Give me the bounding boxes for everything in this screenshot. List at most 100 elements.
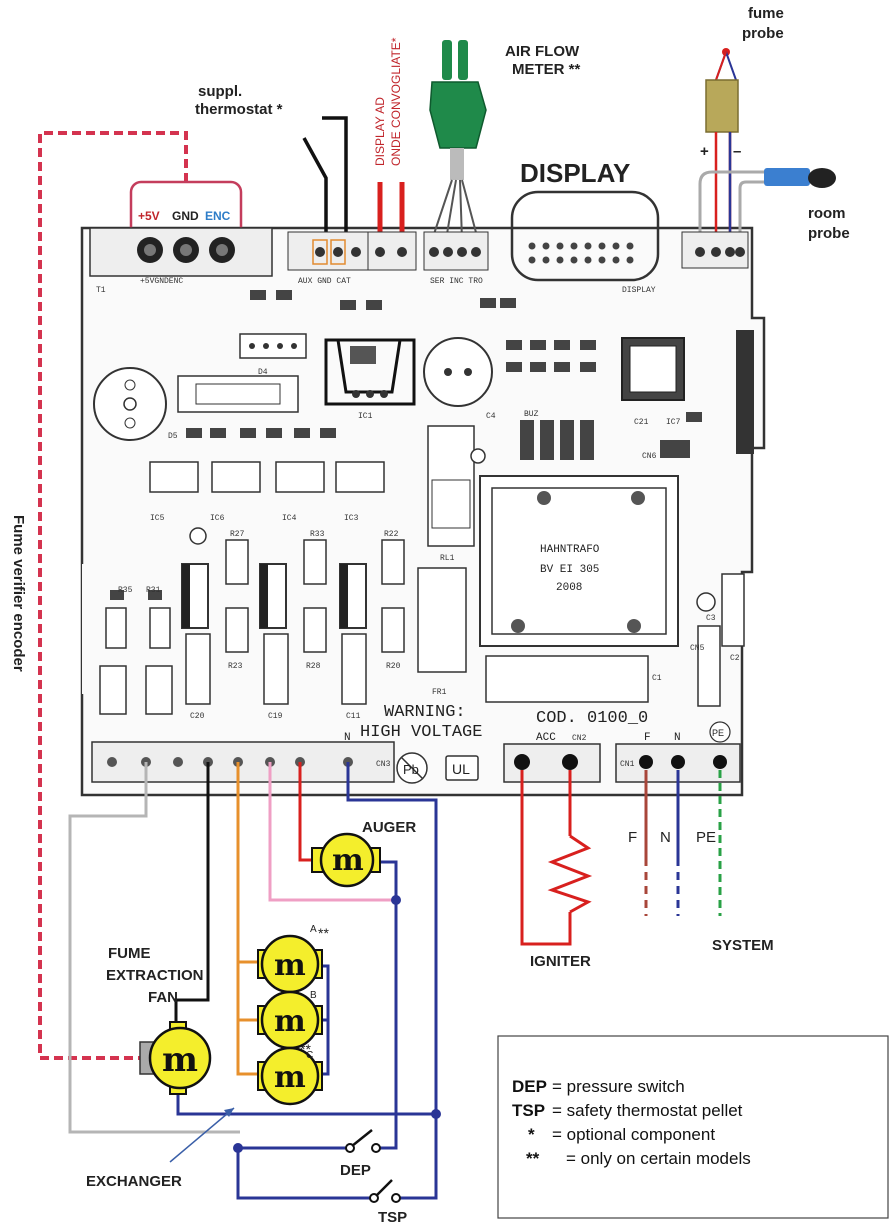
probe-plus-label: + — [700, 143, 709, 160]
fume-fan-symbol: m — [162, 1040, 198, 1080]
fan-a-mark: ** — [318, 925, 329, 941]
aux-terminals — [312, 239, 361, 265]
legend-text-dstar: = only on certain models — [566, 1149, 751, 1168]
tsp-label: TSP — [378, 1209, 407, 1223]
fan-a-label: A — [310, 924, 317, 935]
enc-header-text: +5VGNDENC — [140, 277, 183, 286]
fan-c-mark: ** — [300, 1041, 311, 1057]
exchanger-fan-c: m — [257, 1046, 323, 1106]
exchanger-fan-b: m — [257, 990, 323, 1050]
legend-key-star: * — [528, 1125, 535, 1144]
svg-text:R20: R20 — [386, 662, 401, 671]
svg-text:C11: C11 — [346, 712, 361, 721]
display-pins — [528, 242, 634, 264]
display-connector — [510, 190, 660, 282]
legend-key-dstar: ** — [526, 1149, 540, 1168]
svg-text:R27: R27 — [230, 530, 245, 539]
pe-board-text: PE — [712, 728, 724, 738]
room-probe-label-2: probe — [808, 225, 850, 242]
wire-pe-label: PE — [696, 829, 716, 846]
svg-text:CN5: CN5 — [690, 644, 705, 653]
ul-text: UL — [452, 761, 470, 777]
fan-b-symbol: m — [274, 1004, 306, 1039]
svg-text:C19: C19 — [268, 712, 283, 721]
display-header-text: DISPLAY — [622, 286, 656, 295]
fume-probe-label-2: probe — [742, 25, 784, 42]
wire-f-label: F — [628, 829, 637, 846]
legend-box — [497, 1035, 889, 1219]
legend-text-tsp: = safety thermostat pellet — [552, 1101, 743, 1120]
encoder-terminals — [137, 237, 235, 263]
air-flow-meter-label-2: METER ** — [512, 61, 581, 78]
warning-text: WARNING: — [384, 703, 466, 722]
exchanger-arrow — [169, 1107, 235, 1163]
ser-header-text: SER INC TRO — [430, 277, 483, 286]
component-labels: T1 D4 IC1 C4 IC5 IC6 IC4 IC3 R27 R33 R22… — [96, 286, 740, 721]
svg-text:IC6: IC6 — [210, 514, 225, 523]
probe-minus-label: – — [733, 143, 741, 160]
junction-dots — [233, 895, 441, 1153]
room-probe-sensor — [698, 168, 836, 250]
suppl-thermostat-switch — [302, 116, 348, 250]
transformer-line-2: BV EI 305 — [540, 564, 599, 576]
fume-fan-label-3: FAN — [148, 989, 178, 1006]
svg-text:IC5: IC5 — [150, 514, 165, 523]
svg-text:RL1: RL1 — [440, 554, 455, 563]
svg-text:BUZ: BUZ — [524, 410, 539, 419]
legend-key-dep: DEP — [512, 1077, 547, 1096]
cn1-f-label: F — [644, 732, 651, 744]
dep-label: DEP — [340, 1162, 371, 1179]
room-probe-label-1: room — [808, 205, 846, 222]
legend-text-dep: = pressure switch — [552, 1077, 685, 1096]
fan-b-label: B — [310, 990, 317, 1001]
fan-a-symbol: m — [274, 948, 306, 983]
cn2-label: CN2 — [572, 734, 587, 743]
fume-probe-sensor — [705, 48, 739, 250]
legend-key-tsp: TSP — [512, 1101, 545, 1120]
transformer-line-3: 2008 — [556, 582, 582, 594]
board-components — [93, 290, 754, 715]
aux-header-text: AUX GND CAT — [298, 277, 351, 286]
svg-text:D4: D4 — [258, 368, 268, 377]
suppl-thermostat-label-1: suppl. — [198, 83, 242, 100]
fume-fan-label-2: EXTRACTION — [106, 967, 204, 984]
tsp-switch — [369, 1179, 401, 1203]
legend-text-star: = optional component — [552, 1125, 715, 1144]
ul-logo — [445, 755, 479, 781]
svg-text:R22: R22 — [384, 530, 399, 539]
dep-switch — [345, 1129, 381, 1153]
fume-verifier-encoder-label: Fume verifier encoder — [10, 515, 27, 672]
svg-text:CN6: CN6 — [642, 452, 657, 461]
svg-text:R35: R35 — [118, 586, 133, 595]
svg-text:C2: C2 — [730, 654, 740, 663]
encoder-dashed-wire — [38, 131, 188, 1060]
svg-text:IC1: IC1 — [358, 412, 373, 421]
fume-fan-label-1: FUME — [108, 945, 151, 962]
svg-text:IC4: IC4 — [282, 514, 297, 523]
transformer-line-1: HAHNTRAFO — [540, 544, 600, 556]
svg-text:D5: D5 — [168, 432, 178, 441]
enc-label-5v: +5V — [138, 209, 160, 223]
svg-text:IC7: IC7 — [666, 418, 681, 427]
svg-text:C3: C3 — [706, 614, 716, 623]
cod-text: COD. 0100_0 — [536, 709, 648, 728]
cn3-n-label: N — [344, 732, 351, 744]
svg-text:R31: R31 — [146, 586, 161, 595]
fan-c-symbol: m — [274, 1060, 306, 1095]
air-flow-meter-label-1: AIR FLOW — [505, 43, 580, 60]
system-label: SYSTEM — [712, 937, 774, 954]
high-voltage-text: HIGH VOLTAGE — [360, 723, 482, 742]
display-label: DISPLAY — [520, 158, 630, 188]
pcb-lower-cutout — [82, 564, 90, 694]
onde-convogliate-label: ONDE CONVOGLIATE* — [389, 37, 403, 166]
svg-text:C21: C21 — [634, 418, 649, 427]
fume-probe-label-1: fume — [748, 5, 784, 22]
legend: DEP = pressure switch TSP = safety therm… — [512, 1077, 751, 1168]
svg-text:C20: C20 — [190, 712, 205, 721]
suppl-thermostat-label-2: thermostat * — [195, 101, 283, 118]
pb-text: Pb — [403, 762, 419, 777]
svg-text:R23: R23 — [228, 662, 243, 671]
enc-label-gnd: GND — [172, 209, 199, 223]
svg-text:R28: R28 — [306, 662, 321, 671]
